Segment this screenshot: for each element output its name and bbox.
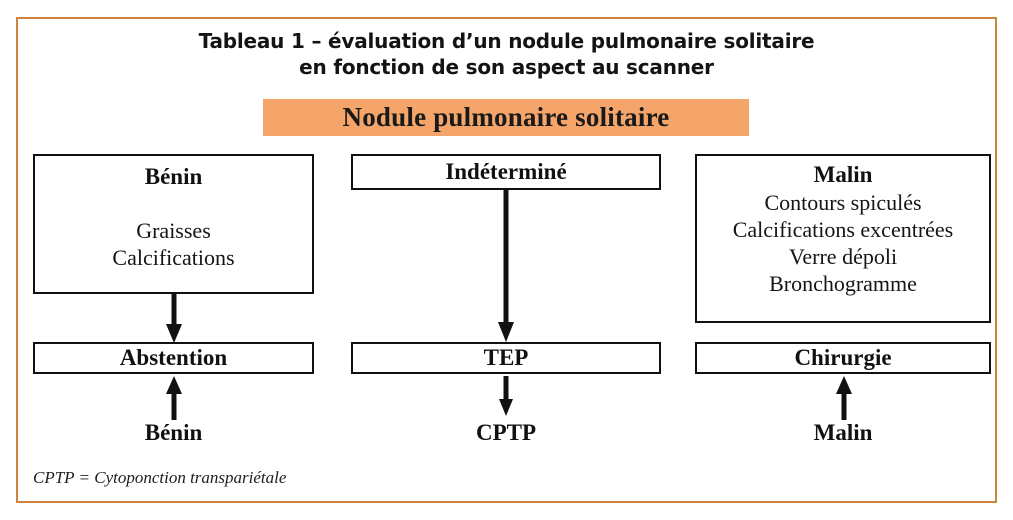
node-item-calcifications: Calcifications (112, 245, 235, 270)
action-label-abstention: Abstention (119, 345, 228, 370)
node-box-indetermine: Indéterminé (351, 154, 661, 190)
outcome-label-malin: Malin (813, 420, 873, 445)
figure-title-line-1: Tableau 1 – évaluation d’un nodule pulmo… (198, 29, 815, 53)
node-heading-indetermine: Indéterminé (445, 159, 567, 184)
up-arrow-icon-benin-to-abstention (165, 376, 183, 420)
node-box-malin: Malin Contours spiculés Calcifications e… (695, 154, 991, 323)
node-heading-malin: Malin (813, 162, 873, 187)
root-node-nodule-pulmonaire-solitaire: Nodule pulmonaire solitaire (263, 99, 749, 136)
node-item-contours-spicules: Contours spiculés (764, 190, 922, 215)
action-label-chirurgie: Chirurgie (794, 345, 892, 370)
figure-title-line-2: en fonction de son aspect au scanner (299, 55, 714, 79)
down-arrow-icon-tep-to-cptp (497, 376, 515, 416)
action-box-abstention: Abstention (33, 342, 314, 374)
up-arrow-icon-malin-to-chirurgie (835, 376, 853, 420)
node-box-benin: Bénin Graisses Calcifications (33, 154, 314, 294)
action-box-chirurgie: Chirurgie (695, 342, 991, 374)
figure-title: Tableau 1 – évaluation d’un nodule pulmo… (16, 28, 997, 80)
down-arrow-icon-benin-to-abstention (165, 293, 183, 343)
node-item-verre-depoli: Verre dépoli (788, 244, 898, 269)
outcome-label-benin: Bénin (144, 420, 203, 445)
node-item-calcifications-excentrees: Calcifications excentrées (732, 217, 954, 242)
down-arrow-icon-indetermine-to-tep (497, 189, 515, 342)
node-item-graisses: Graisses (136, 218, 211, 243)
figure-footnote: CPTP = Cytoponction transpariétale (33, 468, 287, 487)
node-spacer (35, 191, 312, 217)
root-node-label: Nodule pulmonaire solitaire (342, 102, 670, 132)
action-box-tep: TEP (351, 342, 661, 374)
node-item-bronchogramme: Bronchogramme (769, 271, 917, 296)
action-label-tep: TEP (483, 345, 529, 370)
outcome-label-cptp: CPTP (475, 420, 537, 445)
node-heading-benin: Bénin (144, 164, 203, 189)
